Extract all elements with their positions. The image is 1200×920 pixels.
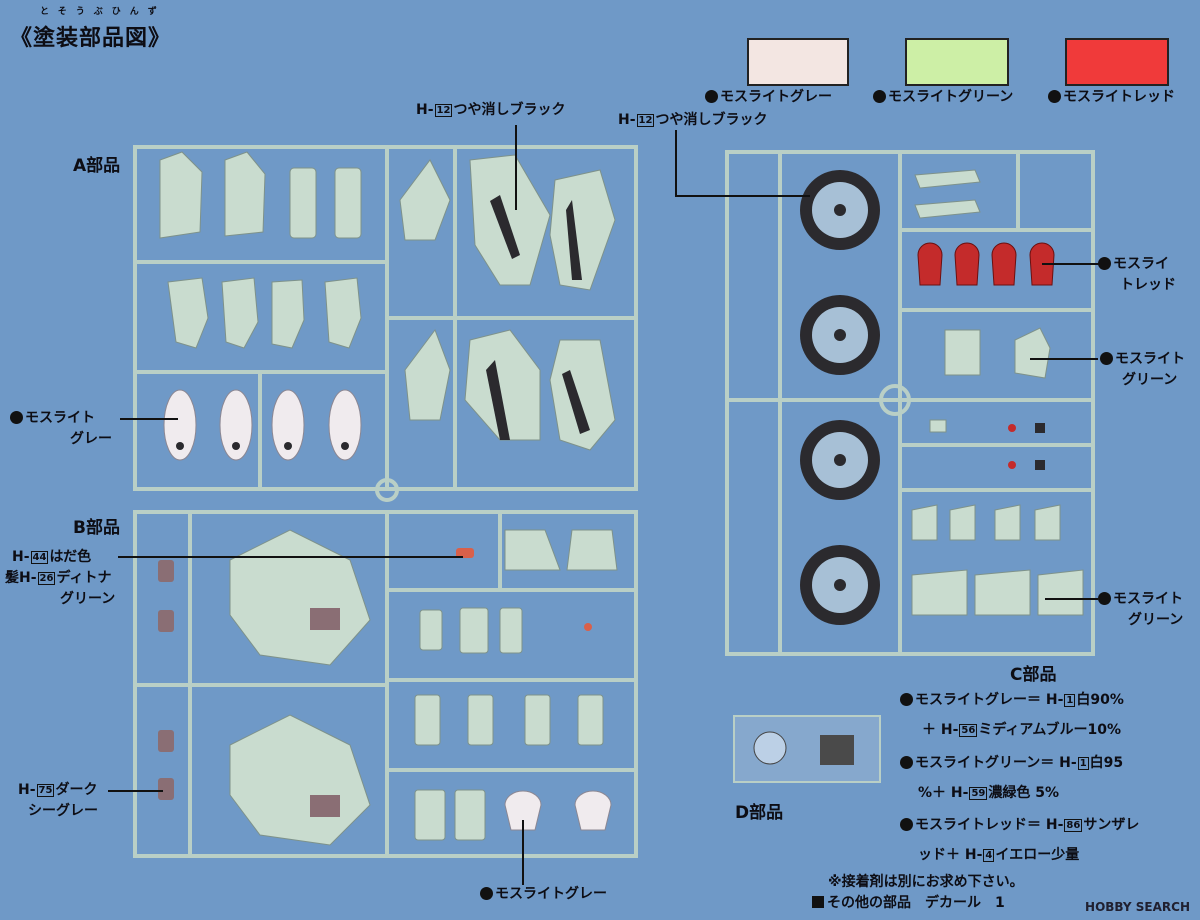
watermark: HOBBY SEARCH [1085, 900, 1190, 914]
leader-line [118, 556, 463, 558]
bullet-icon [1048, 90, 1061, 103]
section-b-label: B部品 [73, 518, 120, 538]
callout-grey-b: モスライトグレー [480, 884, 607, 904]
note-adhesive: ※接着剤は別にお求め下さい。 [828, 874, 1024, 890]
callout-red-c: モスライ [1098, 254, 1169, 274]
leader-line [522, 820, 524, 885]
bullet-icon [900, 756, 913, 769]
bullet-icon [900, 693, 913, 706]
callout-red-c-line2: トレッド [1120, 277, 1176, 293]
bullet-icon [1098, 592, 1111, 605]
bullet-icon [1100, 352, 1113, 365]
section-c-label: C部品 [1010, 665, 1057, 685]
leader-line [515, 125, 517, 210]
callout-grey-a: モスライト [10, 408, 95, 428]
bullet-icon [873, 90, 886, 103]
leader-line [675, 130, 677, 196]
callout-grey-a-line2: グレー [70, 431, 112, 447]
leader-line [1042, 263, 1100, 265]
leader-line [120, 418, 178, 420]
sprue-c [725, 150, 1095, 656]
note-other-parts: その他の部品 デカール 1 [812, 893, 1005, 913]
leader-line [675, 195, 810, 197]
bullet-icon [705, 90, 718, 103]
callout-green-c2: モスライト [1098, 589, 1183, 609]
swatch-green-label: モスライトグリーン [873, 87, 1013, 107]
swatch-red-label: モスライトレッド [1048, 87, 1175, 107]
leader-line [1030, 358, 1098, 360]
swatch-red [1065, 38, 1169, 86]
swatch-gray [747, 38, 849, 86]
swatch-green [905, 38, 1009, 86]
swatch-gray-label: モスライトグレー [705, 87, 832, 107]
section-d-label: D部品 [735, 803, 784, 823]
title-ruby: とそうぶひんず [40, 7, 166, 17]
bullet-icon [480, 887, 493, 900]
bullet-icon [900, 818, 913, 831]
square-bullet-icon [812, 896, 824, 908]
bullet-icon [10, 411, 23, 424]
callout-green-c2-line2: グリーン [1128, 612, 1184, 628]
leader-line [1045, 598, 1098, 600]
callout-dark-line2: シーグレー [28, 803, 98, 819]
callout-green-c1-line2: グリーン [1122, 372, 1178, 388]
page-title: 《塗装部品図》 [10, 26, 172, 51]
callout-green-c1: モスライト [1100, 349, 1185, 369]
section-a-label: A部品 [73, 156, 121, 176]
leader-line [108, 790, 163, 792]
bullet-icon [1098, 257, 1111, 270]
callout-hair-line2: グリーン [60, 591, 116, 607]
